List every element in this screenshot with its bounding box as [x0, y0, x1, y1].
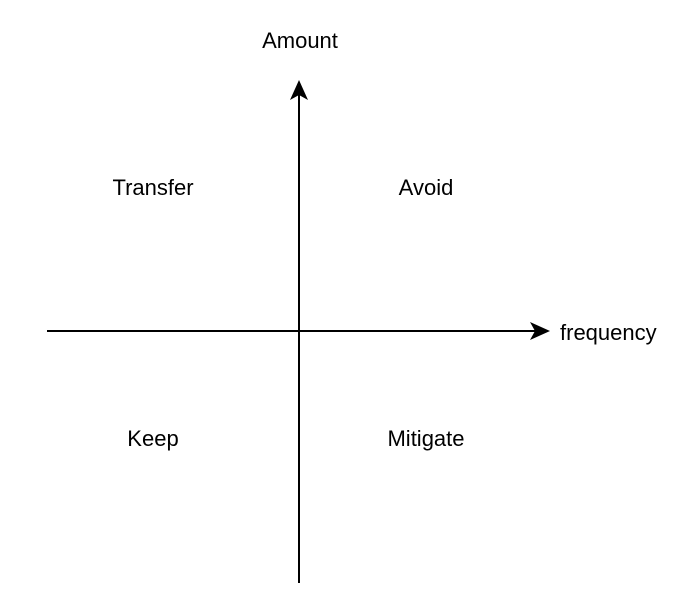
- quadrant-top-right-label: Avoid: [398, 175, 454, 200]
- quadrant-bottom-left-label: Keep: [127, 426, 179, 451]
- quadrant-top-left-label: Transfer: [112, 175, 194, 200]
- x-axis-label: frequency: [560, 320, 657, 345]
- y-axis-arrowhead: [290, 80, 308, 100]
- quadrant-bottom-right-label: Mitigate: [387, 426, 465, 451]
- y-axis-label: Amount: [262, 28, 338, 53]
- x-axis-arrowhead: [530, 322, 550, 340]
